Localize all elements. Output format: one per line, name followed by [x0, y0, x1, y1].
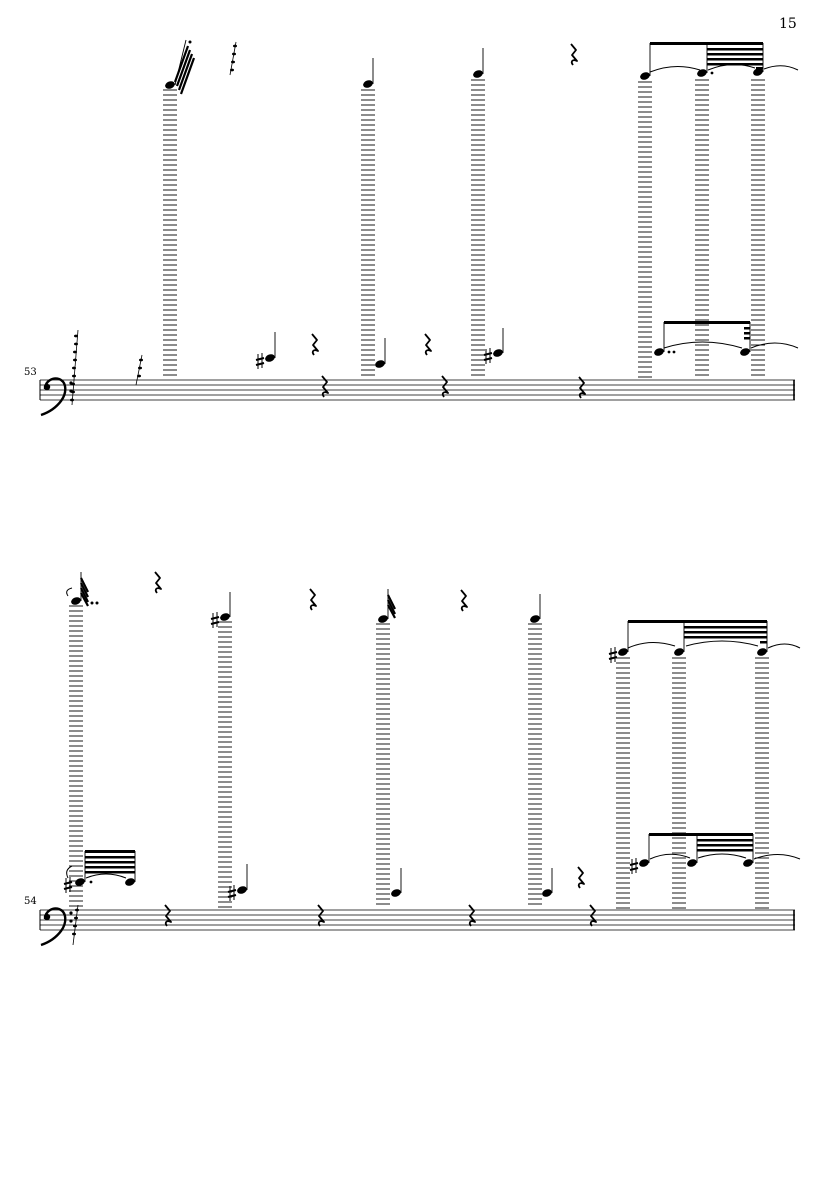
note-1	[66, 572, 99, 607]
note-lower-4	[541, 868, 553, 899]
beamed-group-bottom	[629, 833, 801, 875]
note-2	[210, 592, 231, 629]
note-lower-2	[374, 338, 386, 370]
note-4	[529, 594, 541, 625]
quarter-rest-icon	[317, 904, 325, 927]
grace-note-cluster	[72, 904, 79, 946]
quarter-rest-icon	[577, 866, 585, 889]
quarter-rest-icon	[164, 904, 172, 927]
beamed-group-bottom	[653, 321, 799, 358]
quarter-rest-icon	[424, 333, 432, 356]
beamed-group-top	[639, 42, 799, 82]
note-3	[377, 589, 396, 625]
measure-number-53: 53	[24, 367, 37, 378]
quarter-rest-icon	[154, 571, 162, 594]
note-lower-3	[483, 328, 504, 365]
quarter-rest-icon	[468, 904, 476, 927]
quarter-rest-icon	[309, 588, 317, 611]
bass-clef-icon	[39, 377, 74, 417]
staff-system-1	[39, 39, 799, 417]
staff-system-2	[39, 571, 801, 947]
quarter-rest-icon	[589, 904, 597, 927]
quarter-rest-icon	[321, 375, 329, 398]
quarter-rest-icon	[460, 589, 468, 612]
note-grace-2	[229, 41, 237, 76]
beamed-group-top	[608, 620, 801, 664]
quarter-rest-icon	[570, 43, 578, 66]
note-4	[472, 48, 484, 80]
note-lower-1	[63, 850, 136, 894]
measure-number-54: 54	[24, 896, 37, 907]
quarter-rest-icon	[441, 375, 449, 398]
quarter-rest-icon	[311, 333, 319, 356]
note-lower-3	[390, 868, 402, 899]
note-lower-1	[255, 332, 276, 370]
note-3	[362, 58, 374, 90]
bass-clef-icon	[39, 907, 74, 947]
note-1	[164, 39, 196, 95]
page-number: 15	[779, 16, 797, 32]
note-lower-2	[227, 864, 248, 902]
grace-note-cluster	[70, 329, 143, 406]
